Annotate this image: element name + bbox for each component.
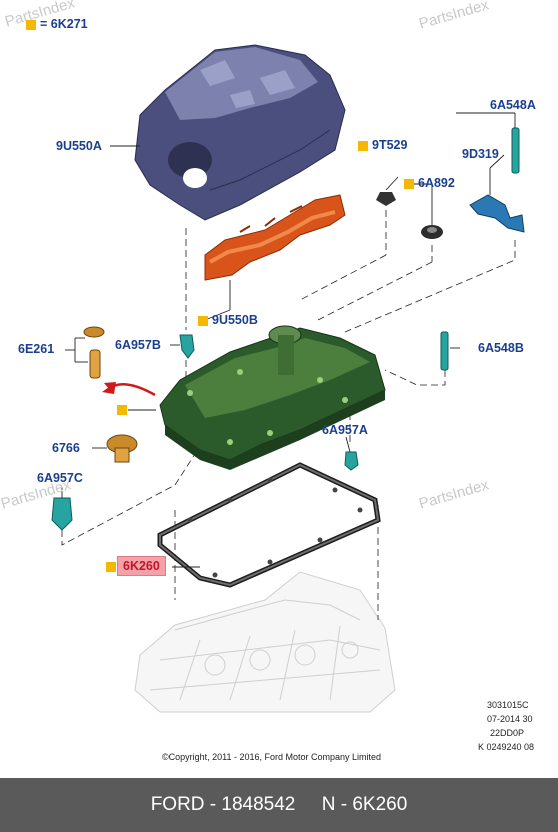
info-line-4: K 0249240 08	[478, 742, 535, 752]
copyright-text: ©Copyright, 2011 - 2016, Ford Motor Comp…	[162, 752, 382, 762]
gasket-6K260	[157, 462, 381, 588]
leader-lines	[61, 112, 516, 568]
legend-text: = 6K271	[40, 17, 88, 31]
label-6A957B[interactable]: 6A957B	[115, 338, 161, 352]
marker-6A892	[404, 179, 414, 189]
fasteners	[51, 127, 525, 531]
marker-9U550B	[198, 316, 208, 326]
label-6766[interactable]: 6766	[52, 441, 80, 455]
info-line-2: 07-2014 30	[487, 714, 533, 724]
info-line-1: 3031015C	[487, 700, 529, 710]
label-6A957A[interactable]: 6A957A	[322, 423, 368, 437]
label-6A548A[interactable]: 6A548A	[490, 98, 536, 112]
label-9D319[interactable]: 9D319	[462, 147, 499, 161]
engine-cover-9U550A	[134, 44, 346, 221]
label-9U550A[interactable]: 9U550A	[56, 139, 102, 153]
label-6A892[interactable]: 6A892	[418, 176, 455, 190]
cam-cover-green	[159, 325, 386, 470]
exploded-view-drawing	[51, 44, 525, 713]
label-6K260-highlighted[interactable]: 6K260	[117, 556, 166, 576]
baffle-9U550B	[204, 194, 346, 281]
removal-arrow	[102, 382, 156, 397]
marker-6K260	[106, 562, 116, 572]
engine-block	[134, 571, 396, 713]
marker-9T529	[358, 141, 368, 151]
footer-part-number: FORD - 1848542 N - 6K260	[150, 794, 408, 815]
label-9T529[interactable]: 9T529	[372, 138, 408, 152]
footer-bar: FORD - 1848542 N - 6K260	[0, 778, 558, 832]
marker-cam-cover	[117, 405, 127, 415]
label-6E261[interactable]: 6E261	[18, 342, 55, 356]
label-9U550B[interactable]: 9U550B	[212, 313, 258, 327]
parts-diagram: PartsIndex PartsIndex PartsIndex PartsIn…	[0, 0, 536, 762]
info-line-3: 22DD0P	[490, 728, 525, 738]
label-6A548B[interactable]: 6A548B	[478, 341, 524, 355]
label-6A957C[interactable]: 6A957C	[37, 471, 83, 485]
legend-marker	[26, 20, 36, 30]
